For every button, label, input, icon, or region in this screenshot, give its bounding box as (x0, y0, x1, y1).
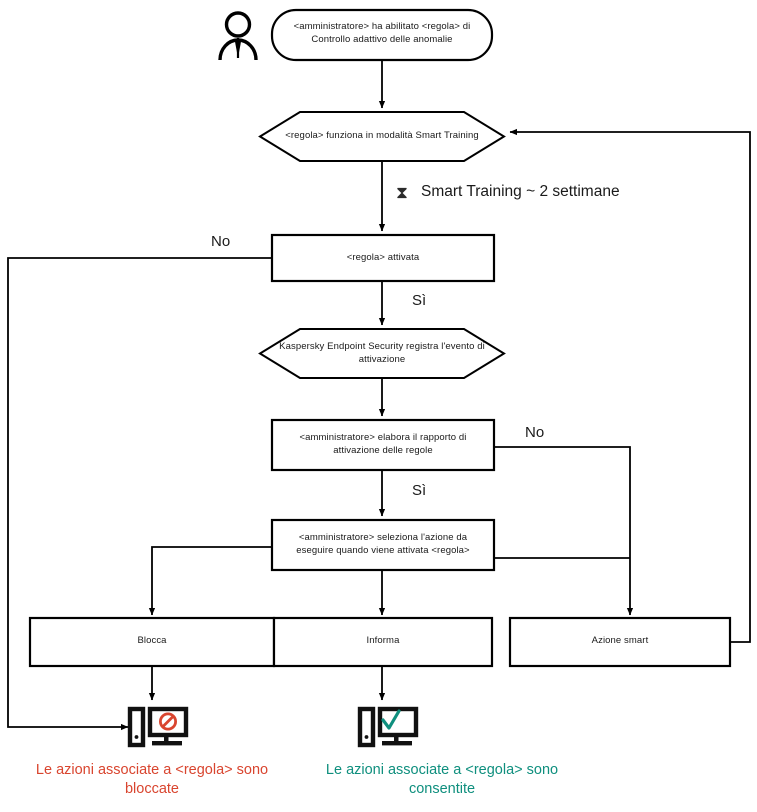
edge-report-no (494, 446, 634, 616)
edge-label-report-yes: Sì (412, 482, 427, 499)
caption-allowed: Le azioni associate a <regola> sono cons… (302, 761, 582, 799)
edge-select-to-block (148, 546, 272, 616)
smart-training-duration-note: Smart Training ~ 2 settimane (421, 183, 620, 200)
node-inform (272, 616, 494, 668)
caption-allowed-line1: Le azioni associate a <regola> sono (325, 762, 559, 778)
computer-allowed-icon (357, 706, 419, 748)
edge-label-report-no: No (525, 424, 545, 441)
caption-allowed-line2: consentite (408, 781, 476, 797)
caption-blocked-line1: Le azioni associate a <regola> sono (35, 762, 269, 778)
node-admin-selects-action (270, 518, 496, 572)
edge-rule-activated-no (7, 257, 272, 731)
node-block (28, 616, 276, 668)
edge-smart-action-feedback-loop (509, 128, 751, 643)
computer-blocked-icon (127, 706, 189, 748)
caption-blocked: Le azioni associate a <regola> sono bloc… (0, 761, 304, 799)
administrator-person-icon (218, 11, 258, 61)
node-admin-processes-report (270, 418, 496, 472)
hourglass-icon: ⧗ (396, 183, 408, 202)
caption-blocked-line2: bloccate (124, 781, 179, 797)
node-rule-activated (270, 233, 496, 283)
edge-label-rule-activated-yes: Sì (412, 292, 427, 309)
node-kes-logs-event (258, 328, 506, 379)
node-smart-action (508, 616, 732, 668)
edge-label-rule-activated-no: No (211, 233, 231, 250)
node-start (270, 8, 494, 62)
node-smart-training-mode (258, 111, 506, 162)
